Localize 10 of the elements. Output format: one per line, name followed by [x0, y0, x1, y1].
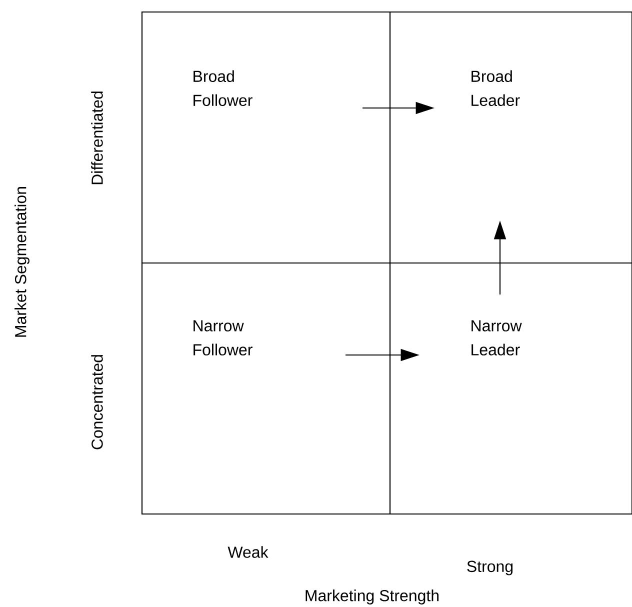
axis-label: Strong — [467, 560, 513, 576]
quadrant-box: Broad Leader — [389, 11, 632, 264]
axis-label: Concentrated — [91, 355, 103, 450]
quadrant-box: Narrow Follower — [141, 262, 391, 515]
axis-label: Market Segmentation — [14, 187, 30, 337]
axis-label: Differentiated — [91, 92, 103, 184]
quadrant-box: Narrow Leader — [389, 262, 632, 515]
quadrant-box: Broad Follower — [141, 11, 391, 264]
axis-label: Marketing Strength — [306, 590, 439, 604]
axis-label: Weak — [228, 546, 268, 558]
